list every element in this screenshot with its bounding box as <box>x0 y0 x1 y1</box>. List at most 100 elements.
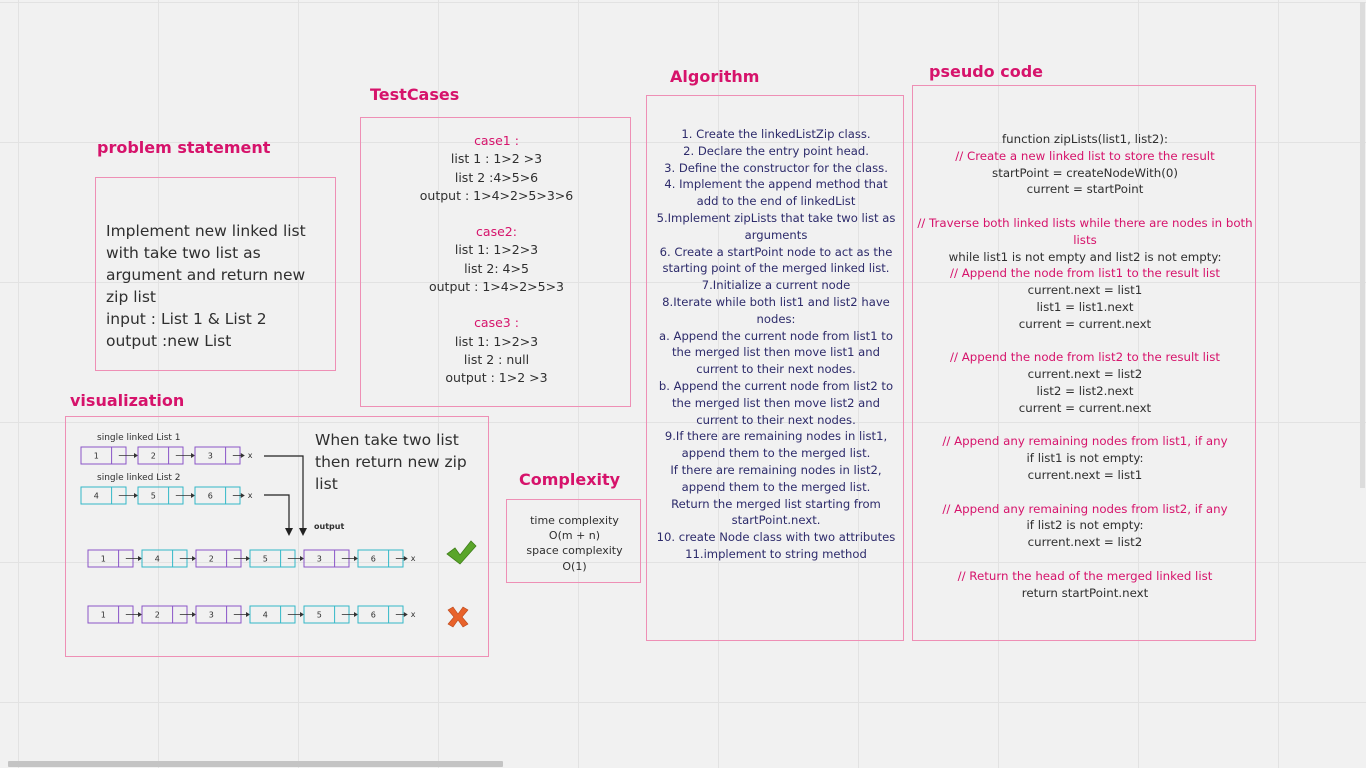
pseudo-code-line: startPoint = createNodeWith(0) <box>992 165 1178 180</box>
complexity-line: O(m + n) <box>548 529 601 543</box>
list1-label: single linked List 1 <box>97 433 181 443</box>
algorithm-step: Return the merged list starting from sta… <box>671 496 881 528</box>
node-value: 5 <box>263 555 268 564</box>
pseudo-gap <box>915 333 1255 350</box>
algorithm-step: 3. Define the constructor for the class. <box>664 160 888 175</box>
complexity-line: O(1) <box>562 559 587 573</box>
node-value: 4 <box>263 611 268 620</box>
node-value: 4 <box>155 555 160 564</box>
algorithm-frame[interactable]: 1. Create the linkedListZip class. 2. Dec… <box>646 95 904 641</box>
algorithm-heading: Algorithm <box>670 67 760 86</box>
arrow-head <box>300 556 304 561</box>
node-value: 6 <box>371 555 376 564</box>
testcases-text: case1 : list 1 : 1>2 >3 list 2 :4>5>6 ou… <box>361 132 632 388</box>
list2-label: single linked List 2 <box>97 473 181 483</box>
vertical-scrollbar[interactable] <box>1360 2 1365 488</box>
pseudo-code-line: current.next = list1 <box>1027 283 1143 298</box>
pseudo-code-line: current.next = list2 <box>1027 535 1143 550</box>
arrow-head <box>191 453 195 458</box>
pseudo-gap <box>915 484 1255 501</box>
algorithm-step: 8.Iterate while both list1 and list2 hav… <box>662 294 890 326</box>
arrow-head <box>192 612 196 617</box>
pseudo-code-frame[interactable]: function zipLists(list1, list2): // Creat… <box>912 85 1256 641</box>
arrow-head <box>285 528 293 536</box>
case-line: output : 1>2 >3 <box>445 370 548 386</box>
arrow-head <box>300 612 304 617</box>
null-marker: x <box>248 451 253 460</box>
problem-line: output :new List <box>106 332 232 350</box>
testcases-heading: TestCases <box>370 85 460 104</box>
algorithm-step: 1. Create the linkedListZip class. <box>681 127 871 141</box>
complexity-heading: Complexity <box>519 470 621 489</box>
visualization-heading: visualization <box>70 391 185 410</box>
case-title: case1 : <box>474 133 519 148</box>
algorithm-step: 5.Implement zipLists that take two list … <box>656 210 896 242</box>
pseudo-code-line: function zipLists(list1, list2): <box>1001 132 1168 146</box>
arrow-head <box>240 493 245 498</box>
node-value: 2 <box>151 452 156 461</box>
pseudo-code-line: current = current.next <box>1018 400 1152 415</box>
node-value: 5 <box>317 611 322 620</box>
case-line: output : 1>4>2>5>3>6 <box>419 187 574 203</box>
node-value: 2 <box>155 611 160 620</box>
arrow-head <box>354 612 358 617</box>
pseudo-comment-line: // Append the node from list2 to the res… <box>950 350 1220 365</box>
node-value: 3 <box>209 611 214 620</box>
visualization-frame[interactable]: single linked List 1 single linked List 2… <box>65 416 489 657</box>
pseudo-code-line: return startPoint.next <box>1021 585 1149 600</box>
arrow-head <box>354 556 358 561</box>
arrow-head <box>403 556 408 561</box>
algorithm-step: 4. Implement the append method that add … <box>664 177 888 209</box>
green-check-icon <box>446 540 477 565</box>
algorithm-text: 1. Create the linkedListZip class. 2. Dec… <box>653 126 899 563</box>
pseudo-comment-line: // Return the head of the merged linked … <box>957 568 1213 583</box>
problem-statement-frame[interactable]: Implement new linked list with take two … <box>95 177 336 371</box>
algorithm-step: b. Append the current node from list2 to… <box>658 378 894 427</box>
pseudo-code-line: current = startPoint <box>1026 182 1144 197</box>
algorithm-step: 11.implement to string method <box>685 546 867 561</box>
testcases-frame[interactable]: case1 : list 1 : 1>2 >3 list 2 :4>5>6 ou… <box>360 117 631 407</box>
complexity-line: space complexity <box>526 544 623 558</box>
null-marker: x <box>248 491 253 500</box>
algorithm-step: 6. Create a startPoint node to act as th… <box>659 244 893 276</box>
case-title: case2: <box>476 224 517 240</box>
case-title: case3 : <box>474 315 519 331</box>
node-value: 3 <box>317 555 322 564</box>
arrow-head <box>246 612 250 617</box>
complexity-line: time complexity <box>530 514 619 527</box>
node-value: 1 <box>94 452 99 461</box>
problem-line: input : List 1 & List 2 <box>106 310 267 328</box>
output-label: output <box>314 522 344 531</box>
horizontal-scrollbar[interactable] <box>8 761 503 767</box>
null-marker: x <box>411 554 416 563</box>
algorithm-step: 2. Declare the entry point head. <box>683 143 869 158</box>
problem-statement-text: Implement new linked list with take two … <box>106 220 332 352</box>
node-value: 2 <box>209 555 214 564</box>
case-line: list 1: 1>2>3 <box>454 242 539 258</box>
pseudo-code-line: current.next = list1 <box>1027 467 1143 482</box>
pseudo-comment-line: // Append the node from list1 to the res… <box>950 266 1220 281</box>
pseudo-gap <box>915 551 1255 568</box>
pseudo-code-line: current.next = list2 <box>1027 367 1143 382</box>
arrow-head <box>138 612 142 617</box>
arrow-head <box>138 556 142 561</box>
problem-statement-heading: problem statement <box>97 138 271 157</box>
node-value: 3 <box>208 452 213 461</box>
arrow-head <box>299 528 307 536</box>
node-value: 4 <box>94 492 99 501</box>
arrow-head <box>191 493 195 498</box>
orange-cross-icon <box>447 606 469 628</box>
node-value: 1 <box>101 555 106 564</box>
pseudo-comment-line: // Append any remaining nodes from list2… <box>942 501 1228 516</box>
merge-arrow-list1 <box>264 455 304 534</box>
pseudo-gap <box>915 198 1255 215</box>
pseudo-code-line: if list1 is not empty: <box>1026 451 1144 466</box>
pseudo-comment-line: // Create a new linked list to store the… <box>955 148 1215 163</box>
algorithm-step: a. Append the current node from list1 to… <box>659 328 893 377</box>
arrow-head <box>134 493 138 498</box>
complexity-frame[interactable]: time complexity O(m + n) space complexit… <box>506 499 641 583</box>
pseudo-gap <box>915 417 1255 434</box>
problem-line: Implement new linked list with take two … <box>106 222 306 306</box>
visualization-diagram: single linked List 1 single linked List 2… <box>80 433 477 628</box>
case-line: output : 1>4>2>5>3 <box>428 279 565 295</box>
